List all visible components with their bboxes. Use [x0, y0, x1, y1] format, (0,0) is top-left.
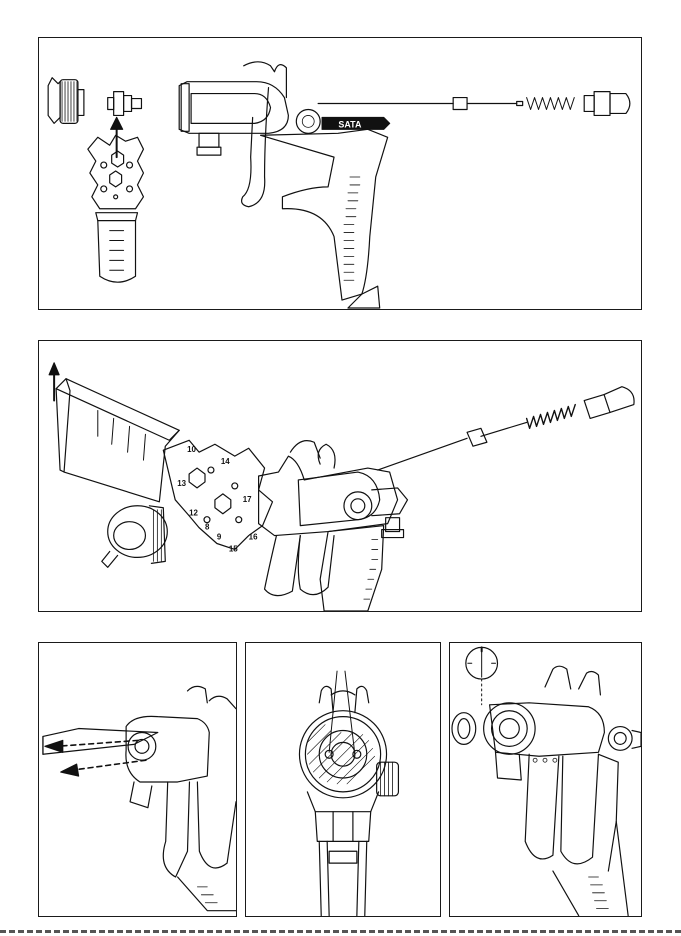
needle-assembly [378, 387, 634, 470]
arrow-up-icon [49, 363, 59, 401]
needle-assembly [318, 92, 630, 116]
figure-panel-needle-removal [38, 642, 237, 917]
combination-tool: 10 14 13 12 9 8 17 16 15 [163, 440, 272, 553]
spray-gun-body [259, 441, 408, 611]
figure-panel-disassembly: SATA [38, 37, 642, 310]
tool-size-label: 16 [249, 533, 258, 542]
air-cap-part [102, 506, 168, 568]
combination-tool-sleeve [56, 379, 179, 502]
tool-size-label: 9 [217, 533, 222, 542]
tool-size-label: 14 [221, 457, 230, 466]
air-cap-horns [319, 686, 368, 712]
spray-gun-body [126, 686, 236, 910]
tool-size-label: 13 [177, 479, 186, 488]
air-cap-part [484, 703, 535, 754]
front-view-drawing [246, 643, 440, 916]
disassembly-drawing: SATA [39, 38, 641, 309]
spray-gun-body: SATA [179, 62, 389, 308]
alignment-drawing [450, 643, 641, 916]
air-cap-part [48, 78, 84, 124]
tool-size-label: 10 [187, 445, 196, 454]
tool-size-label: 15 [229, 544, 238, 553]
alignment-indicator [466, 647, 498, 704]
figure-panel-alignment [449, 642, 642, 917]
air-cap-front [299, 711, 386, 798]
adjustment-knob [377, 762, 399, 796]
nozzle-part [108, 92, 142, 116]
brand-label: SATA [338, 119, 362, 129]
arrow-left-icon [45, 740, 146, 776]
tool-size-label: 8 [205, 523, 210, 532]
figure-panel-front-view [245, 642, 441, 917]
spray-gun-body [490, 666, 641, 915]
page-footer-rule [0, 930, 681, 933]
combination-tool [88, 135, 144, 282]
figure-panel-tool-usage: 10 14 13 12 9 8 17 16 15 [38, 340, 642, 612]
tool-size-label: 12 [189, 509, 198, 518]
needle-removal-drawing [39, 643, 236, 916]
tool-usage-drawing: 10 14 13 12 9 8 17 16 15 [39, 341, 641, 611]
seal-ring [452, 713, 476, 745]
spray-gun-body [307, 792, 378, 916]
tool-size-label: 17 [243, 495, 252, 504]
